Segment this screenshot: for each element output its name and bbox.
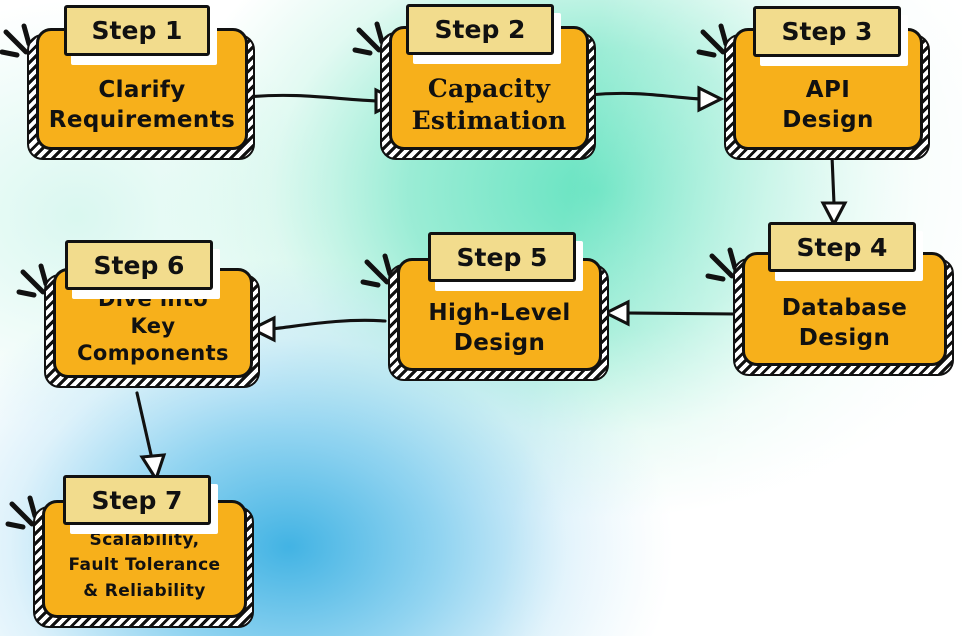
step-tab[interactable]: Step 4 — [768, 222, 923, 281]
step-body: API Design — [736, 76, 920, 147]
step-node-2[interactable]: Capacity Estimation Step 2 — [352, 4, 596, 160]
connector-4-to-5 — [602, 299, 738, 327]
step-body-line: Design — [798, 324, 891, 351]
step-body: Dive into Key Components — [56, 286, 250, 375]
step-node-6[interactable]: Dive into Key Components Step 6 — [16, 240, 260, 388]
step-tab-label: Step 1 — [64, 5, 210, 56]
connector-5-to-6 — [248, 315, 387, 343]
step-tab[interactable]: Step 1 — [64, 5, 217, 65]
step-tab-label: Step 4 — [768, 222, 916, 272]
step-body-line: API — [805, 77, 851, 104]
step-body-line: & Reliability — [83, 580, 206, 601]
step-tab[interactable]: Step 3 — [753, 6, 908, 66]
step-body-line: Fault Tolerance — [68, 555, 221, 575]
step-body-line: Estimation — [411, 106, 567, 135]
step-tab-label: Step 6 — [65, 240, 213, 290]
step-body-line: Design — [453, 329, 546, 356]
step-node-7[interactable]: Address Scalability, Fault Tolerance & R… — [5, 475, 254, 628]
step-node-3[interactable]: API Design Step 3 — [696, 6, 930, 160]
step-tab[interactable]: Step 7 — [63, 475, 218, 534]
step-node-1[interactable]: Clarify Requirements Step 1 — [0, 5, 255, 160]
step-body: High-Level Design — [400, 299, 599, 368]
step-tab-label: Step 3 — [753, 6, 901, 57]
connector-6-to-7 — [135, 391, 167, 483]
step-node-4[interactable]: Database Design Step 4 — [705, 222, 954, 376]
step-body-line: High-Level — [428, 300, 571, 327]
step-tab-label: Step 7 — [63, 475, 211, 525]
step-body: Capacity Estimation — [392, 73, 586, 147]
step-tab[interactable]: Step 6 — [65, 240, 220, 299]
step-body-line: Key Components — [77, 314, 229, 366]
step-body: Database Design — [745, 294, 944, 363]
step-tab-label: Step 5 — [428, 232, 576, 282]
step-body-line: Requirements — [48, 106, 236, 133]
step-body-line: Database — [781, 295, 908, 322]
step-body: Clarify Requirements — [39, 76, 245, 147]
step-body-line: Clarify — [98, 77, 186, 104]
connector-1-to-2 — [246, 87, 402, 115]
step-tab[interactable]: Step 5 — [428, 232, 583, 291]
step-card[interactable]: Clarify Requirements — [36, 28, 248, 150]
connector-2-to-3 — [587, 85, 725, 113]
connector-3-to-4 — [820, 154, 848, 228]
step-tab[interactable]: Step 2 — [406, 4, 561, 64]
step-tab-label: Step 2 — [406, 4, 554, 55]
step-body-line: Capacity — [427, 74, 551, 103]
step-body-line: Design — [782, 106, 874, 133]
step-node-5[interactable]: High-Level Design Step 5 — [360, 232, 609, 381]
